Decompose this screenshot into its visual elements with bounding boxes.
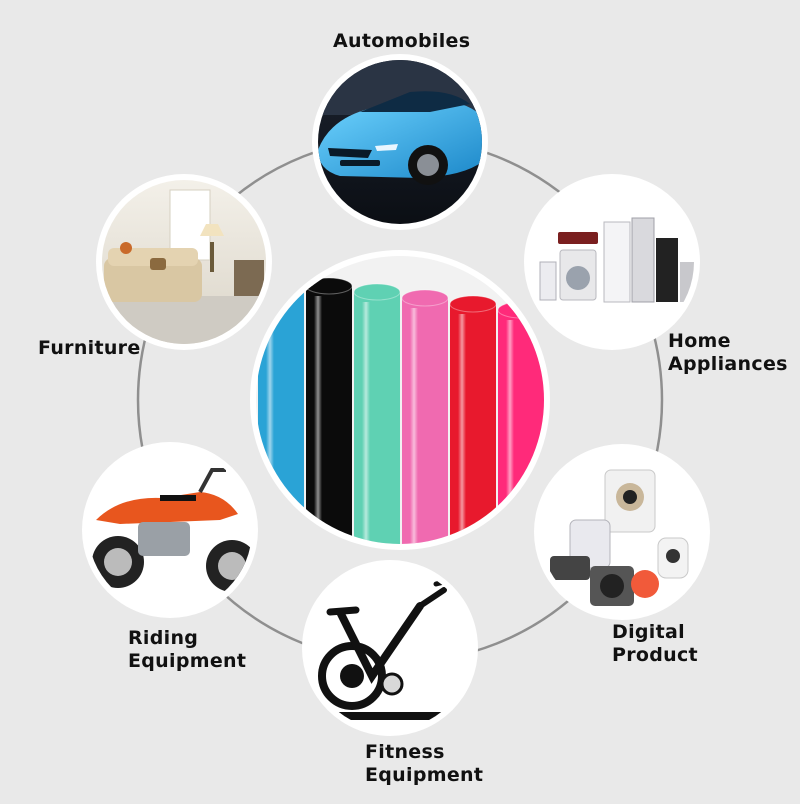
film-roll [353,283,401,544]
digital-product-image [534,444,710,620]
home-appliances-image [524,174,700,350]
film-roll [449,295,497,544]
riding-equipment-image [82,442,258,618]
label-fitness-equipment: Fitness Equipment [365,741,484,786]
label-automobiles: Automobiles [333,30,471,52]
label-riding-equipment: Riding Equipment [128,627,247,672]
label-digital-product: Digital Product [612,621,698,666]
film-roll [305,277,353,544]
fitness-equipment-image [302,560,478,736]
label-home-appliances: Home Appliances [668,330,788,375]
film-rolls-group [257,271,544,544]
furniture-image [96,174,272,350]
automobiles-image [312,54,488,230]
label-furniture: Furniture [38,337,141,359]
center-film-rolls-image [250,250,550,550]
film-roll [401,289,449,544]
